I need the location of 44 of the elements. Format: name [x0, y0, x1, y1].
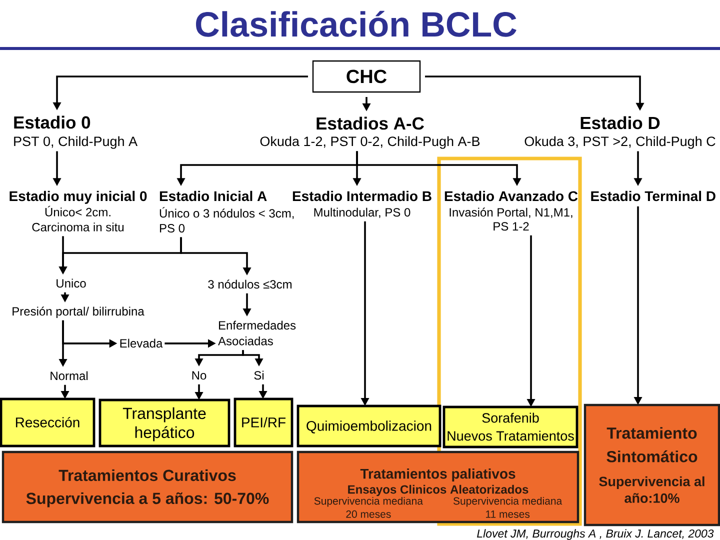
summary-heading: Tratamientos Curativos: [58, 469, 236, 482]
summary-heading: Tratamientos paliativos: [360, 468, 516, 482]
summary-heading: Tratamiento Sintomático: [606, 427, 698, 462]
summary-box: [2, 450, 294, 524]
summary-box: [296, 450, 580, 524]
survival-text: Supervivencia mediana 11 meses: [453, 496, 562, 518]
criterion-label: Enfermedades Asociadas: [218, 320, 296, 346]
criterion-label: Presión portal/ bilirrubina: [12, 306, 144, 318]
criteria-text: Okuda 3, PST >2, Child-Pugh C: [524, 136, 716, 149]
survival-text: Supervivencia al año:10%: [599, 476, 704, 503]
stage-heading: Estadio D: [580, 116, 660, 130]
treatment-label: Nuevos Tratamientos: [448, 430, 574, 441]
stage-heading: Estadio Avanzado C: [444, 190, 578, 202]
branch-label: No: [192, 371, 206, 380]
criteria-text: Invasión Portal, N1,M1, PS 1-2: [450, 208, 572, 231]
branch-label: Elevada: [120, 338, 163, 348]
stage-heading: Estadio Intermadio B: [292, 190, 432, 202]
stage-heading: Estadio Terminal D: [591, 190, 716, 202]
branch-label: Si: [254, 370, 264, 380]
treatment-box: Quimioembolizacion: [296, 404, 442, 448]
treatment-box: Transplante hepático: [98, 398, 230, 448]
survival-text: Supervivencia mediana 20 meses: [314, 496, 423, 518]
survival-text: Supervivencia a 5 años: 50-70%: [26, 492, 269, 508]
criteria-text: PST 0, Child-Pugh A: [14, 136, 138, 149]
treatment-box: PEI/RF: [234, 398, 294, 448]
criteria-text: Okuda 1-2, PST 0-2, Child-Pugh A-B: [260, 136, 480, 149]
branch-label: Normal: [50, 371, 88, 380]
criteria-text: Único< 2cm. Carcinoma in situ: [32, 206, 124, 232]
treatment-label: Sorafenib: [482, 412, 539, 423]
stage-heading: Estadio muy inicial 0: [10, 190, 147, 204]
stage-heading: Estadios A-C: [316, 116, 424, 130]
title: Clasificación BCLC: [196, 10, 516, 37]
treatment-box: [442, 406, 578, 448]
criterion-label: 3 nódulos ≤3cm: [208, 280, 292, 289]
stage-heading: Estadio Inicial A: [160, 190, 267, 202]
branch-label: Unico: [56, 278, 86, 288]
citation: Llovet JM, Burroughs A , Bruix J. Lancet, 2003: [477, 529, 714, 540]
criteria-text: Único o 3 nódulos < 3cm, PS 0: [160, 207, 294, 233]
criteria-text: Multinodular, PS 0: [314, 208, 410, 218]
treatment-box: Resección: [0, 398, 96, 448]
summary-box: [584, 404, 720, 526]
stage-heading: Estadio 0: [14, 116, 90, 129]
summary-subheading: Ensayos Clinicos Aleatorizados: [348, 484, 528, 496]
process-box: CHC: [312, 60, 421, 93]
